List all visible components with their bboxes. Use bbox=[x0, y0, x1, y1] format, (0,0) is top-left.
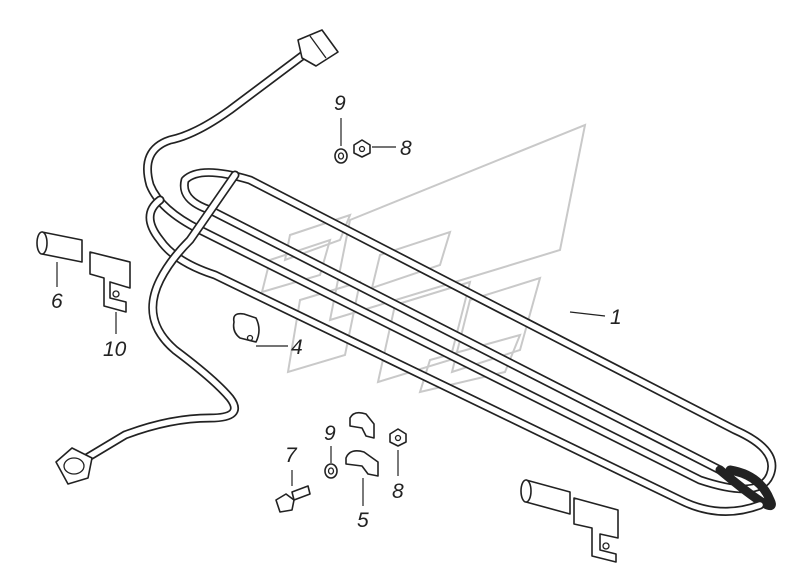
callout-4: 4 bbox=[291, 336, 303, 359]
callout-9-top: 9 bbox=[334, 92, 346, 115]
callout-8-bottom: 8 bbox=[392, 480, 404, 503]
clamp-part-5 bbox=[345, 411, 379, 477]
callout-7: 7 bbox=[285, 444, 298, 467]
leader-lines bbox=[56, 118, 606, 506]
washer-part-9-bottom bbox=[324, 463, 338, 479]
pipe-coil bbox=[55, 29, 777, 516]
callout-5: 5 bbox=[357, 509, 369, 532]
nut-part-8-bottom bbox=[389, 428, 407, 447]
pipe-nut-bottom bbox=[55, 447, 93, 485]
clamp-part-10 bbox=[89, 251, 131, 313]
clip-part-4 bbox=[232, 312, 260, 343]
callout-labels: 1 4 5 6 7 8 8 9 9 10 bbox=[51, 92, 622, 532]
sleeve-part-6 bbox=[36, 231, 83, 263]
washer-part-9-top bbox=[334, 148, 348, 164]
callout-9-bottom: 9 bbox=[324, 422, 336, 445]
callout-8-top: 8 bbox=[400, 137, 412, 160]
sleeve-clamp-bottom-right bbox=[520, 479, 619, 563]
bolt-part-7 bbox=[275, 485, 311, 513]
callout-6: 6 bbox=[51, 290, 63, 313]
callout-10: 10 bbox=[103, 338, 127, 361]
callout-1: 1 bbox=[610, 306, 622, 329]
nut-part-8-top bbox=[353, 139, 371, 158]
